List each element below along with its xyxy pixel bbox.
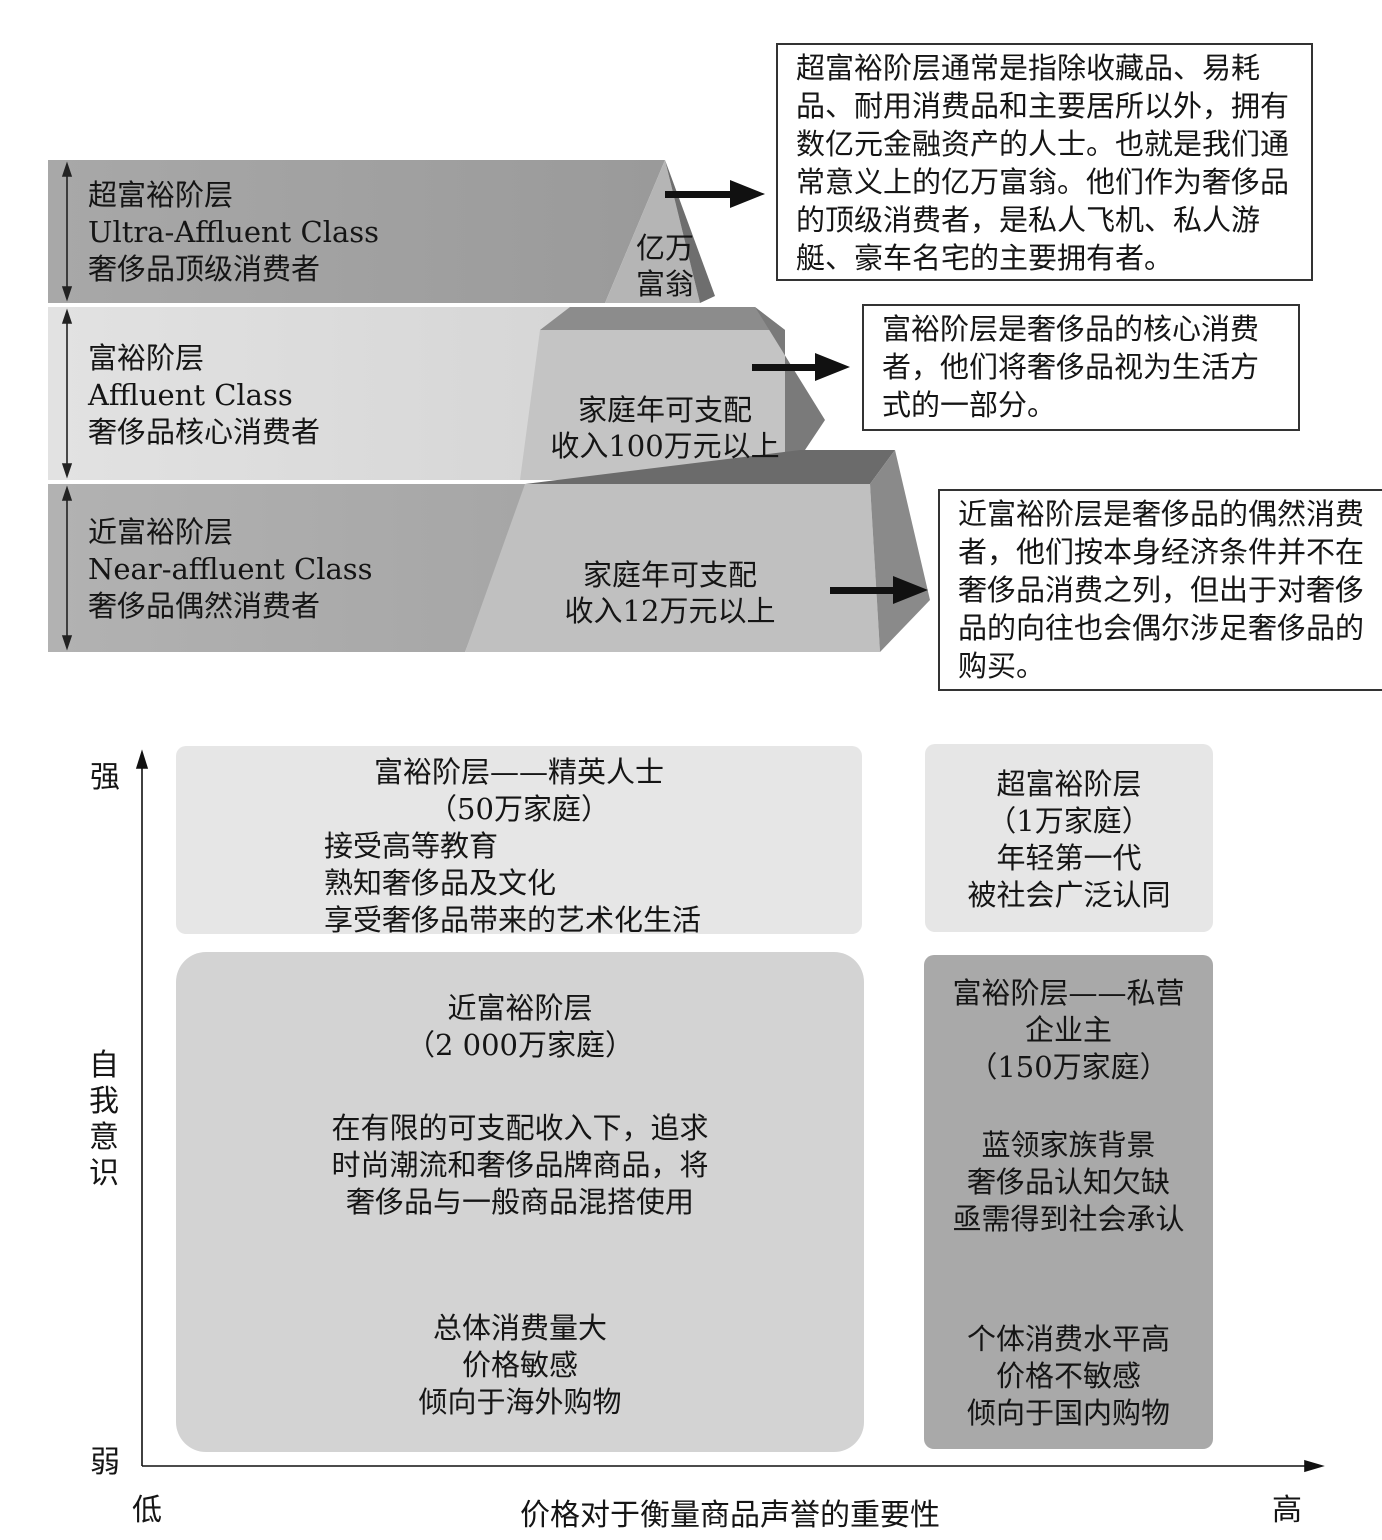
box-affluent-owners: 富裕阶层——私营 企业主 （150万家庭） 蓝领家族背景 奢侈品认知欠缺 亟需得… (924, 955, 1213, 1449)
band-affluent-role: 奢侈品核心消费者 (88, 415, 321, 449)
box-owners-head: 富裕阶层——私营 企业主 （150万家庭） (952, 976, 1185, 1084)
x-axis-right-label: 高 (1272, 1493, 1302, 1528)
y-axis-top-label: 强 (90, 760, 120, 795)
pyramid-tier-base-side (870, 450, 930, 652)
band-affluent-label: 富裕阶层 Affluent Class 奢侈品核心消费者 (88, 340, 320, 451)
pyramid-graphic (48, 160, 930, 652)
x-axis-title: 价格对于衡量商品声誉的重要性 (520, 1498, 940, 1533)
y-axis-arrowhead (135, 749, 149, 769)
x-axis-arrowhead (1304, 1459, 1325, 1473)
band-near-arrow (61, 485, 73, 651)
box-owners-mid: 蓝领家族背景 奢侈品认知欠缺 亟需得到社会承认 (952, 1128, 1185, 1236)
band-near-role: 奢侈品偶然消费者 (88, 589, 321, 623)
band-near-english: Near-affluent Class (88, 552, 373, 586)
pyramid-tier-base-front (465, 484, 880, 652)
band-ultra-role: 奢侈品顶级消费者 (88, 252, 321, 286)
band-affluent-arrow (61, 308, 73, 479)
box-near-foot: 总体消费量大 价格敏感 倾向于海外购物 (418, 1311, 622, 1419)
pyramid-tier-base-top (525, 450, 895, 484)
y-axis-title: 自我意识 (89, 1048, 119, 1191)
tier-base-text: 家庭年可支配 收入12万元以上 (564, 558, 776, 628)
band-ultra-label: 超富裕阶层 Ultra-Affluent Class 奢侈品顶级消费者 (88, 177, 379, 288)
pyramid-tier-top-front (605, 160, 700, 303)
note-affluent: 富裕阶层是奢侈品的核心消费者，他们将奢侈品视为生活方式的一部分。 (862, 304, 1300, 431)
band-near-label: 近富裕阶层 Near-affluent Class 奢侈品偶然消费者 (88, 514, 373, 625)
box-near-affluent: 近富裕阶层 （2 000万家庭） 在有限的可支配收入下，追求 时尚潮流和奢侈品牌… (176, 952, 864, 1452)
box-near-mid: 在有限的可支配收入下，追求 时尚潮流和奢侈品牌商品，将 奢侈品与一般商品混搭使用 (331, 1111, 709, 1219)
band-ultra-title: 超富裕阶层 (88, 178, 234, 212)
band-near-title: 近富裕阶层 (88, 515, 234, 549)
band-affluent-english: Affluent Class (88, 378, 293, 412)
box-ultra-affluent: 超富裕阶层 （1万家庭） 年轻第一代 被社会广泛认同 (925, 744, 1213, 932)
note-near: 近富裕阶层是奢侈品的偶然消费者，他们按本身经济条件并不在奢侈品消费之列，但出于对… (938, 489, 1382, 691)
box-affluent-elite: 富裕阶层——精英人士 （50万家庭） 接受高等教育 熟知奢侈品及文化 享受奢侈品… (176, 746, 862, 937)
y-axis-bottom-label: 弱 (90, 1445, 120, 1480)
pyramid-tier-mid-top (540, 307, 785, 330)
x-axis-left-label: 低 (132, 1493, 162, 1528)
pyramid-tier-mid-side (755, 307, 825, 480)
tier-top-text: 亿万 富翁 (635, 231, 694, 301)
band-ultra-english: Ultra-Affluent Class (88, 215, 380, 249)
arrow-to-near-note (830, 576, 928, 604)
note-ultra: 超富裕阶层通常是指除收藏品、易耗品、耐用消费品和主要居所以外，拥有数亿元金融资产… (776, 43, 1313, 281)
band-affluent-title: 富裕阶层 (88, 341, 205, 375)
box-owners-foot: 个体消费水平高 价格不敏感 倾向于国内购物 (966, 1322, 1170, 1430)
band-ultra-bg (48, 160, 665, 303)
arrow-to-ultra-note (665, 180, 765, 208)
band-affluent-bg (48, 307, 570, 480)
pyramid-tier-mid-front (520, 330, 785, 480)
band-near-bg (48, 484, 530, 652)
band-ultra-arrow (61, 161, 73, 302)
box-near-head: 近富裕阶层 （2 000万家庭） (405, 991, 635, 1062)
arrow-to-affluent-note (752, 353, 850, 381)
tier-mid-text: 家庭年可支配 收入100万元以上 (550, 393, 780, 463)
matrix-axes (135, 749, 1325, 1473)
